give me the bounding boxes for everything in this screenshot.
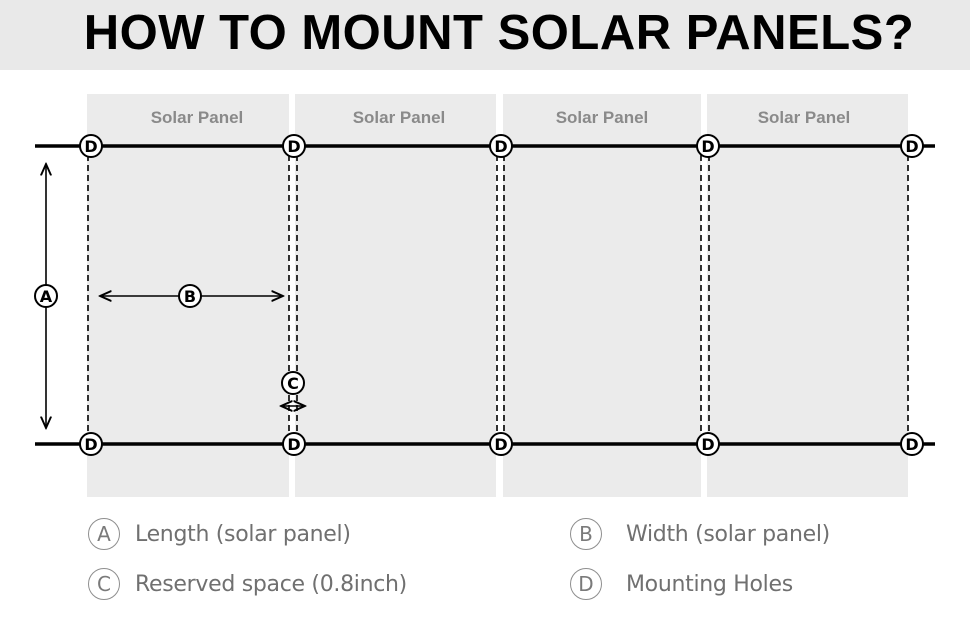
legend-text: Reserved space (0.8inch) (135, 571, 407, 597)
hole-label: D (494, 137, 507, 156)
hole-label: D (84, 435, 97, 454)
legend-text: Width (solar panel) (626, 521, 830, 547)
panel-body (295, 94, 496, 497)
mounting-hole: D (696, 134, 720, 158)
mounting-hole: D (489, 134, 513, 158)
legend-item-length: A Length (solar panel) (88, 516, 351, 552)
mounting-diagram: Solar Panel Solar Panel Solar Panel Sola… (34, 94, 935, 497)
mounting-hole: D (900, 432, 924, 456)
hole-label: D (701, 435, 714, 454)
mounting-hole: D (900, 134, 924, 158)
title-banner: HOW TO MOUNT SOLAR PANELS? (0, 0, 970, 70)
hole-label: D (84, 137, 97, 156)
mounting-hole: D (489, 432, 513, 456)
legend-badge: C (88, 568, 120, 600)
solar-panel-4: Solar Panel (707, 94, 908, 497)
mounting-hole: D (79, 134, 103, 158)
panel-label: Solar Panel (353, 108, 446, 127)
panel-body (707, 94, 908, 497)
hole-label: D (287, 435, 300, 454)
hole-label: D (287, 137, 300, 156)
hole-label: D (905, 137, 918, 156)
legend-badge: B (570, 518, 602, 550)
solar-panel-2: Solar Panel (295, 94, 496, 497)
width-marker-label: B (184, 287, 196, 306)
solar-panel-3: Solar Panel (503, 94, 701, 497)
mounting-hole: D (79, 432, 103, 456)
legend-item-holes: D Mounting Holes (570, 566, 793, 602)
mounting-hole: D (282, 432, 306, 456)
panel-label: Solar Panel (556, 108, 649, 127)
width-marker: B (178, 284, 202, 308)
legend-item-reserved: C Reserved space (0.8inch) (88, 566, 407, 602)
mounting-hole: D (282, 134, 306, 158)
legend-badge: D (570, 568, 602, 600)
length-marker: A (34, 284, 58, 308)
hole-label: D (905, 435, 918, 454)
legend-text: Length (solar panel) (135, 521, 351, 547)
page-title: HOW TO MOUNT SOLAR PANELS? (83, 6, 915, 60)
mounting-hole: D (696, 432, 720, 456)
panel-body (503, 94, 701, 497)
legend-text: Mounting Holes (626, 571, 793, 597)
length-marker-label: A (40, 287, 53, 306)
hole-label: D (701, 137, 714, 156)
panel-label: Solar Panel (758, 108, 851, 127)
reserved-marker: C (281, 371, 305, 395)
panel-label: Solar Panel (151, 108, 244, 127)
hole-label: D (494, 435, 507, 454)
legend-badge: A (88, 518, 120, 550)
reserved-marker-label: C (287, 374, 299, 393)
legend-item-width: B Width (solar panel) (570, 516, 830, 552)
